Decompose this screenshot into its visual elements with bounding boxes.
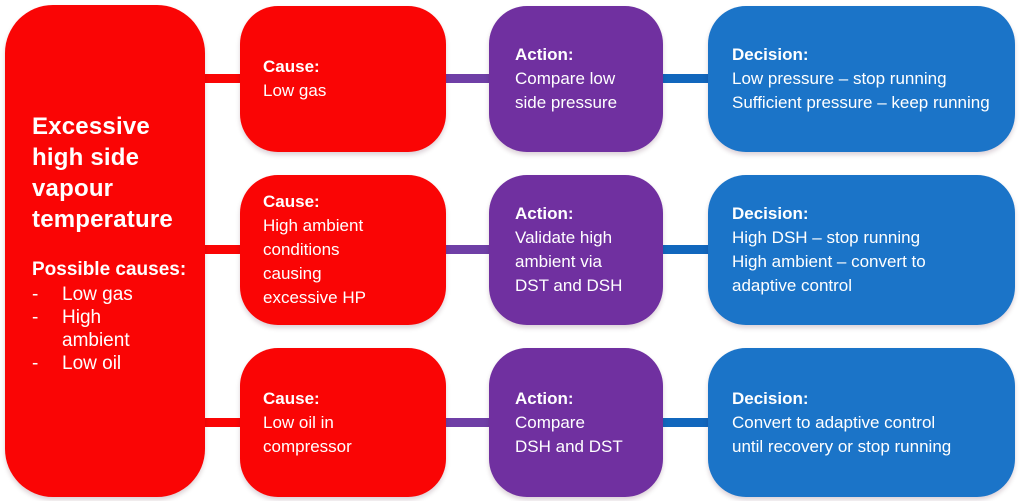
connector-action-to-decision-3 [658, 418, 714, 427]
decision-box-1: Decision: Low pressure – stop running Su… [708, 6, 1015, 152]
action-box-3: Action: Compare DSH and DST [489, 348, 663, 497]
cause-box-2: Cause: High ambient conditions causing e… [240, 175, 446, 325]
cause-text: Low oil in compressor [263, 412, 352, 456]
decision-label: Decision: [732, 388, 809, 408]
connector-action-to-decision-1 [658, 74, 714, 83]
connector-cause-to-action-2 [440, 245, 495, 254]
cause-text: Low gas [263, 81, 327, 100]
possible-cause-item: - Low oil [32, 352, 193, 375]
action-text: Compare DSH and DST [515, 412, 623, 456]
dash-bullet: - [32, 353, 39, 374]
cause-label: Cause: [263, 192, 320, 211]
decision-box-2: Decision: High DSH – stop running High a… [708, 175, 1015, 325]
possible-cause-text: Low oil [62, 353, 122, 374]
decision-text: Convert to adaptive control until recove… [732, 412, 952, 456]
action-box-1: Action: Compare low side pressure [489, 6, 663, 152]
decision-box-3: Decision: Convert to adaptive control un… [708, 348, 1015, 497]
connector-panel-to-cause-2 [195, 245, 250, 254]
action-label: Action: [515, 45, 574, 64]
action-box-2: Action: Validate high ambient via DST an… [489, 175, 663, 325]
cause-box-1: Cause: Low gas [240, 6, 446, 152]
possible-cause-text: Low gas [62, 284, 133, 305]
possible-causes-heading: Possible causes: [32, 259, 187, 280]
action-text: Compare low side pressure [515, 69, 618, 112]
possible-cause-item: - Low gas [32, 283, 193, 306]
decision-text: Low pressure – stop running Sufficient p… [732, 69, 990, 112]
panel-title: Excessive high side vapour temperature [32, 113, 173, 233]
decision-label: Decision: [732, 45, 809, 64]
connector-cause-to-action-3 [440, 418, 495, 427]
connector-cause-to-action-1 [440, 74, 495, 83]
dash-bullet: - [32, 307, 39, 328]
dash-bullet: - [32, 284, 39, 305]
root-cause-panel: Excessive high side vapour temperature P… [5, 5, 205, 497]
action-label: Action: [515, 388, 574, 408]
cause-label: Cause: [263, 57, 320, 76]
possible-cause-item: - High ambient [32, 306, 193, 352]
decision-label: Decision: [732, 204, 809, 223]
possible-cause-text: High ambient [62, 307, 130, 351]
connector-action-to-decision-2 [658, 245, 714, 254]
cause-label: Cause: [263, 388, 320, 408]
action-label: Action: [515, 204, 574, 223]
action-text: Validate high ambient via DST and DSH [515, 228, 623, 295]
connector-panel-to-cause-1 [195, 74, 250, 83]
connector-panel-to-cause-3 [195, 418, 250, 427]
cause-box-3: Cause: Low oil in compressor [240, 348, 446, 497]
cause-text: High ambient conditions causing excessiv… [263, 216, 366, 307]
decision-text: High DSH – stop running High ambient – c… [732, 228, 926, 295]
possible-causes-list: - Low gas - High ambient - Low oil [32, 283, 193, 375]
